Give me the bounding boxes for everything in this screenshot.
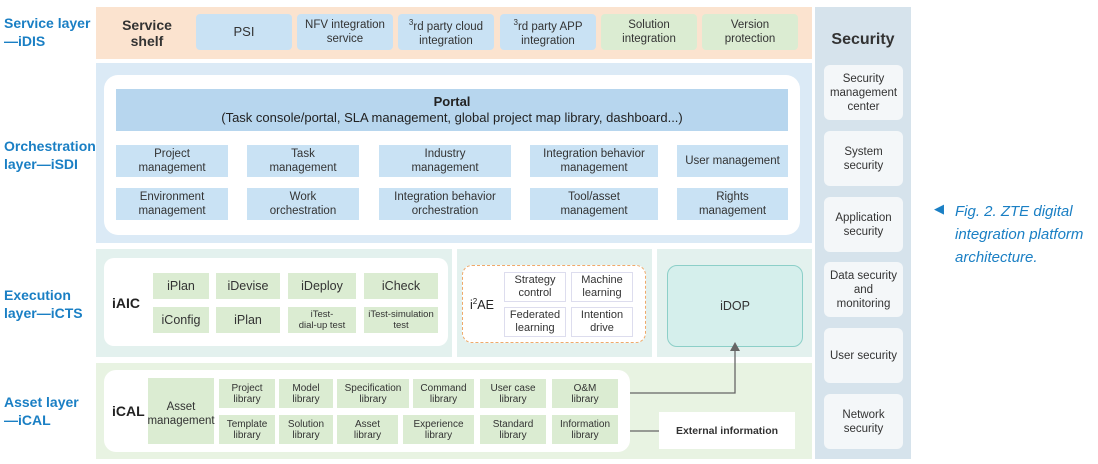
i2ae-intention-drive: Intention drive [571,307,633,337]
orch-integration-behavior-management: Integration behavior management [530,145,658,177]
i2ae-federated-learning: Federated learning [504,307,566,337]
orch-industry-management: Industry management [379,145,511,177]
external-information-box: External information [659,412,795,449]
orchestration-layer-label: Orchestration layer—iSDI [4,138,96,172]
orch-user-management: User management [677,145,788,177]
orch-rights-management: Rights management [677,188,788,220]
ical-standard-library: Standard library [480,415,546,444]
portal-subtitle: (Task console/portal, SLA management, gl… [221,110,683,125]
ical-model-library: Model library [279,379,333,408]
user-security: User security [824,328,903,383]
service-item-app: 3rd party APP integration [500,14,596,50]
iaic-title: iAIC [112,295,140,311]
ical-information-library: Information library [552,415,618,444]
service-item-nfv: NFV integration service [297,14,393,50]
iaic-icheck: iCheck [364,273,438,299]
network-security: Network security [824,394,903,449]
service-shelf-title: Service shelf [122,17,172,49]
iaic-idevise: iDevise [216,273,280,299]
service-item-version: Version protection [702,14,798,50]
iaic-iconfig: iConfig [153,307,209,333]
asset-layer-label: Asset layer —iCAL [4,394,79,428]
orch-integration-behavior-orchestration: Integration behavior orchestration [379,188,511,220]
iaic-iplan: iPlan [153,273,209,299]
caption-pointer-icon: ◀ [934,201,944,216]
data-security-monitoring: Data security and monitoring [824,262,903,317]
iaic-ideploy: iDeploy [288,273,356,299]
i2ae-strategy-control: Strategy control [504,272,566,302]
application-security: Application security [824,197,903,252]
ical-to-idop-arrow [630,349,736,394]
ical-template-library: Template library [219,415,275,444]
ical-om-library: O&M library [552,379,618,408]
ical-user-case-library: User case library [480,379,546,408]
orch-task-management: Task management [247,145,359,177]
portal-title: Portal [433,94,471,109]
service-item-solution: Solution integration [601,14,697,50]
execution-layer-label: Execution layer—iCTS [4,287,83,321]
portal-box: Portal (Task console/portal, SLA managem… [116,89,788,131]
service-item-cloud: 3rd party cloud integration [398,14,494,50]
i2ae-title: i2AE [470,297,494,313]
security-management-center: Security management center [824,65,903,120]
orch-work-orchestration: Work orchestration [247,188,359,220]
orch-project-management: Project management [116,145,228,177]
ical-experience-library: Experience library [403,415,474,444]
system-security: System security [824,131,903,186]
i2ae-machine-learning: Machine learning [571,272,633,302]
ical-specification-library: Specification library [337,379,409,408]
iaic-itest-simulation: iTest-simulation test [364,307,438,333]
ical-solution-library: Solution library [279,415,333,444]
ical-command-library: Command library [413,379,474,408]
ical-to-idop-arrowhead [730,342,740,351]
iaic-iplan-2: iPlan [216,307,280,333]
figure-caption: Fig. 2. ZTE digital integration platform… [955,203,1084,266]
service-layer-label: Service layer —iDIS [4,15,91,49]
orch-tool-asset-management: Tool/asset management [530,188,658,220]
iaic-itest-dialup: iTest- dial-up test [288,307,356,333]
ical-title: iCAL [112,403,145,419]
ical-asset-library: Asset library [337,415,398,444]
security-title: Security [831,31,895,48]
idop-box: iDOP [667,265,803,347]
service-item-psi: PSI [196,14,292,50]
orch-environment-management: Environment management [116,188,228,220]
ical-project-library: Project library [219,379,275,408]
ical-asset-management: Asset management [147,378,215,444]
